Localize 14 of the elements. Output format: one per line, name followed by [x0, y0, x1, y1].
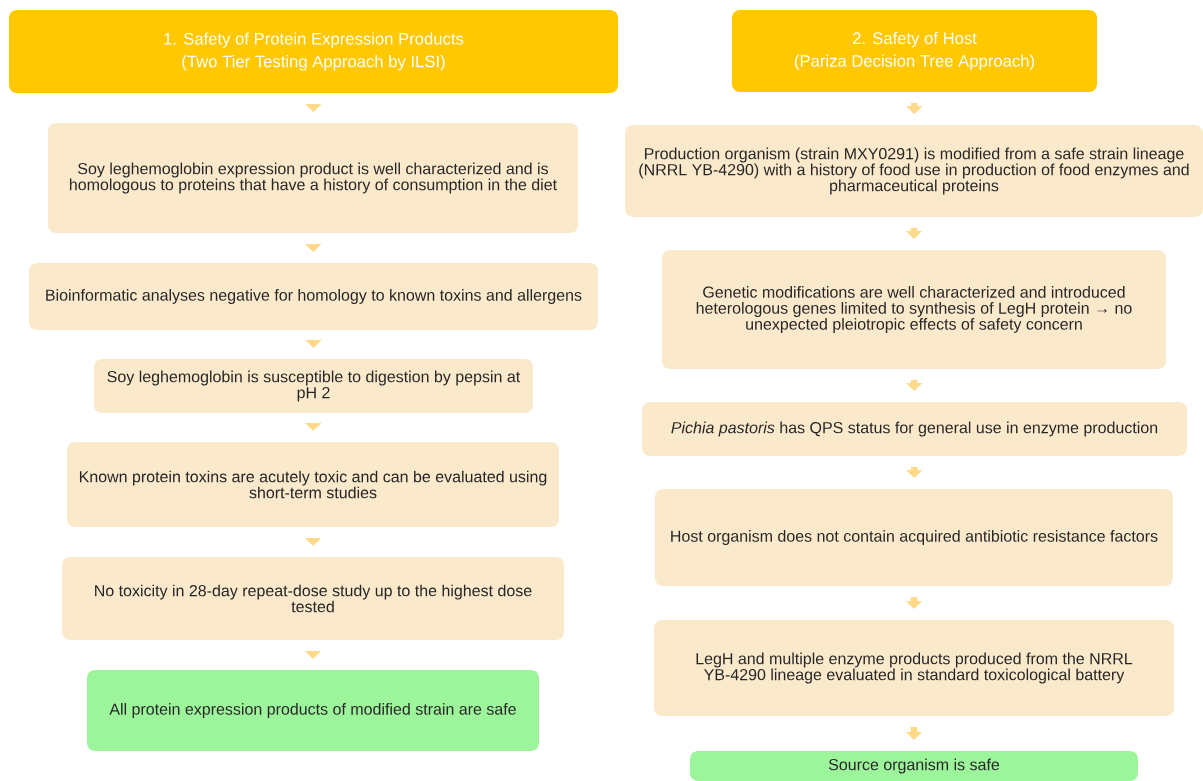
title-box: 1. Safety of Protein Expression Products (Two Tier Testing Approach by ILSI) [9, 10, 619, 93]
title-box: 2. Safety of Host (Pariza Decision Tree Approach) [731, 10, 1098, 92]
process-box: LegH and multiple enzyme products produced from the NRRL YB-4290 lineage evaluated in standard toxicological battery [654, 620, 1174, 716]
process-box: Production organism (strain MXY0291) is modified from a safe strain lineage (NRRL YB-4290) with a history of food use in production of food enzymes and pharmaceutical proteins [625, 125, 1203, 217]
process-box: No toxicity in 28-day repeat-dose study up to the highest dose tested [62, 557, 564, 640]
process-box: Soy leghemoglobin expression product is well characterized and is homologous to proteins that have a history of consumption in the diet [48, 123, 578, 233]
process-box: Pichia pastoris has QPS status for general use in enzyme production [642, 402, 1188, 456]
result-box: All protein expression products of modified strain are safe [87, 669, 539, 752]
process-box: Known protein toxins are acutely toxic and can be evaluated using short-term studies [67, 441, 559, 528]
process-box: Genetic modifications are well characterized and introduced heterologous genes limited to synthesis of LegH protein → no unexpected pleiotropic effects of safety concern [662, 250, 1166, 369]
result-box: Source organism is safe [690, 751, 1138, 781]
process-box: Soy leghemoglobin is susceptible to digestion by pepsin at pH 2 [94, 359, 533, 413]
process-box: Host organism does not contain acquired antibiotic resistance factors [655, 488, 1173, 587]
process-box: Bioinformatic analyses negative for homology to known toxins and allergens [29, 263, 599, 330]
